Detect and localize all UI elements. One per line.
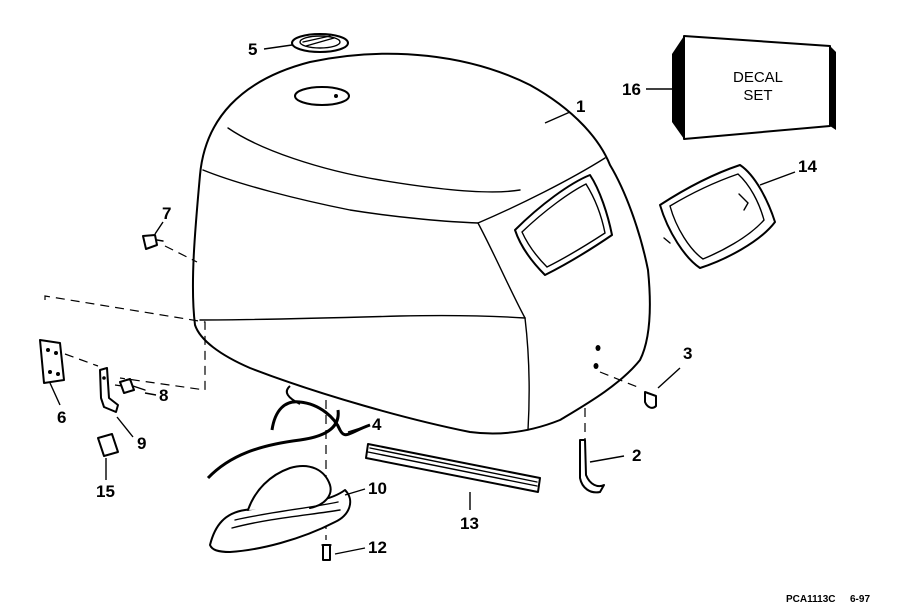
callout-15: 15 (96, 482, 115, 501)
screw-part-12 (321, 544, 366, 561)
callout-12: 12 (368, 538, 387, 557)
rubber-strip-part-13 (365, 443, 541, 510)
callout-8: 8 (159, 386, 168, 405)
cap-part-5 (263, 33, 349, 53)
callout-4: 4 (372, 415, 382, 434)
clip-part-15 (97, 433, 119, 480)
callout-5: 5 (248, 40, 257, 59)
lower-shroud-part-10 (209, 465, 366, 553)
callout-3: 3 (683, 344, 692, 363)
screw-part-3 (599, 367, 681, 409)
engine-cover-part-1 (191, 52, 651, 435)
callout-14: 14 (798, 157, 817, 176)
decal-label-line-1: DECAL (733, 69, 783, 86)
callout-10: 10 (368, 479, 387, 498)
latch-rod-part-2 (579, 408, 625, 494)
drawing-date: 6-97 (850, 594, 870, 605)
seal-cord-part-4 (206, 385, 371, 480)
callout-13: 13 (460, 514, 479, 533)
callout-6: 6 (57, 408, 66, 427)
decal-set-part-16 (646, 35, 836, 140)
latch-hook-part-9 (99, 367, 134, 438)
callout-1: 1 (576, 97, 585, 116)
callout-9: 9 (137, 434, 146, 453)
decal-label-line-2: SET (743, 87, 772, 104)
screw-part-8 (119, 378, 157, 396)
callout-16: 16 (622, 80, 641, 99)
screw-part-7 (142, 221, 198, 263)
callout-2: 2 (632, 446, 641, 465)
plate-part-6 (39, 339, 65, 406)
window-seal-part-14 (659, 164, 796, 269)
drawing-code: PCA1113C (786, 594, 835, 605)
callout-7: 7 (162, 204, 171, 223)
